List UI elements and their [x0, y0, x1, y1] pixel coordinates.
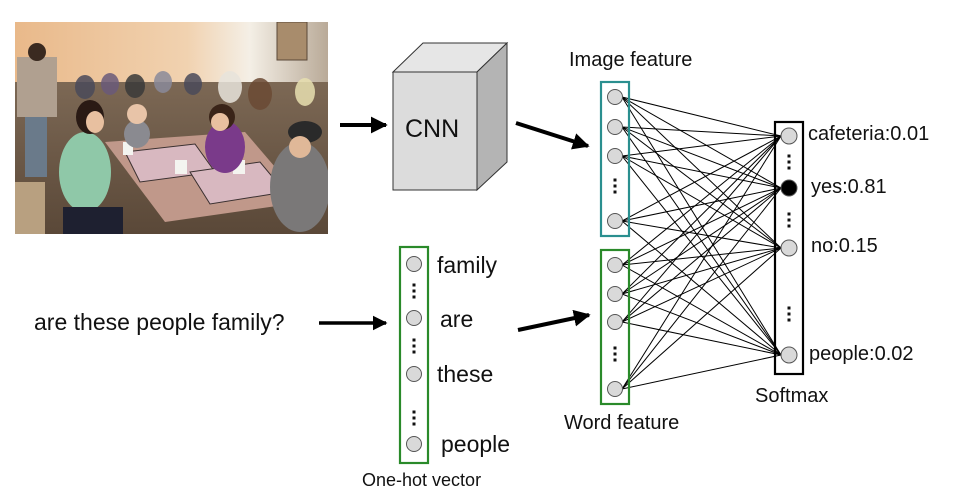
cnn-cube-front: [392, 71, 478, 191]
edge-image-3-to-output-1: [621, 187, 782, 222]
image-feature-caption: Image feature: [569, 49, 693, 71]
cnn-label: CNN: [405, 115, 460, 143]
one-hot-ellipsis-icon-3: [412, 410, 416, 426]
edge-word-0-to-output-3: [621, 264, 782, 356]
one-hot-word-are: are: [440, 306, 474, 332]
softmax-node-people: [780, 346, 798, 364]
image-feature-node-1: [607, 119, 623, 135]
edge-image-0-to-output-1: [621, 96, 782, 189]
fully-connected-edges: [621, 96, 782, 390]
image-feature-ellipsis-icon: [613, 178, 617, 194]
edge-word-1-to-output-2: [621, 247, 782, 295]
softmax-ellipsis-icon-2: [787, 212, 791, 228]
edge-image-2-to-output-1: [621, 155, 782, 189]
edge-word-1-to-output-0: [621, 135, 782, 295]
output-label-yes: yes:0.81: [811, 176, 887, 198]
image-feature-node-3: [607, 213, 623, 229]
image-feature-node-0: [607, 89, 623, 105]
arrow-cnn-to-image-feature: [515, 121, 590, 150]
edge-image-2-to-output-0: [621, 135, 782, 157]
cnn-block: [391, 41, 509, 192]
edge-word-3-to-output-3: [621, 354, 782, 390]
word-feature-ellipsis-icon: [613, 346, 617, 362]
output-label-no: no:0.15: [811, 235, 878, 257]
edge-word-0-to-output-0: [621, 135, 782, 266]
question-text: are these people family?: [34, 309, 285, 335]
edge-image-3-to-output-2: [621, 220, 782, 249]
edge-image-1-to-output-2: [621, 126, 782, 249]
edge-word-0-to-output-1: [621, 187, 782, 266]
softmax-ellipsis-icon-1: [787, 154, 791, 170]
edge-word-3-to-output-2: [621, 247, 782, 390]
arrow-one-hot-to-word-feature: [517, 309, 591, 332]
edge-image-2-to-output-2: [621, 155, 782, 249]
output-label-people: people:0.02: [809, 343, 914, 365]
one-hot-node-people: [406, 436, 422, 452]
one-hot-node-family: [406, 256, 422, 272]
edge-word-0-to-output-2: [621, 247, 782, 266]
edge-image-0-to-output-0: [621, 96, 782, 137]
edge-word-2-to-output-1: [621, 187, 782, 323]
edge-word-3-to-output-1: [621, 187, 782, 390]
cafeteria-photo-image: [15, 22, 328, 234]
output-label-cafeteria: cafeteria:0.01: [808, 123, 930, 145]
edge-image-3-to-output-0: [621, 135, 782, 222]
softmax-node-cafeteria: [780, 127, 798, 145]
word-feature-node-3: [607, 381, 623, 397]
image-feature-node-2: [607, 148, 623, 164]
edge-word-2-to-output-3: [621, 321, 782, 356]
word-feature-node-1: [607, 286, 623, 302]
one-hot-ellipsis-icon-1: [412, 283, 416, 299]
word-feature-node-2: [607, 314, 623, 330]
one-hot-word-people: people: [441, 431, 511, 457]
edge-word-3-to-output-0: [621, 135, 782, 390]
edge-word-1-to-output-3: [621, 293, 782, 356]
softmax-node-yes: [780, 179, 798, 197]
input-photo: [15, 22, 328, 234]
word-feature-box: [599, 248, 631, 406]
softmax-box: [773, 120, 805, 376]
one-hot-word-these: these: [437, 361, 494, 387]
softmax-node-no: [780, 239, 798, 257]
one-hot-vector-box: [398, 245, 430, 465]
one-hot-node-are: [406, 310, 422, 326]
edge-word-2-to-output-0: [621, 135, 782, 323]
word-feature-caption: Word feature: [564, 412, 680, 434]
edge-word-1-to-output-1: [621, 187, 782, 295]
softmax-ellipsis-icon-3: [787, 306, 791, 322]
one-hot-word-family: family: [437, 252, 498, 278]
image-feature-box: [599, 80, 631, 238]
edge-image-1-to-output-0: [621, 126, 782, 137]
edge-word-2-to-output-2: [621, 247, 782, 323]
word-feature-node-0: [607, 257, 623, 273]
one-hot-ellipsis-icon-2: [412, 338, 416, 354]
one-hot-node-these: [406, 366, 422, 382]
one-hot-caption: One-hot vector: [362, 470, 482, 490]
softmax-caption: Softmax: [755, 385, 829, 407]
